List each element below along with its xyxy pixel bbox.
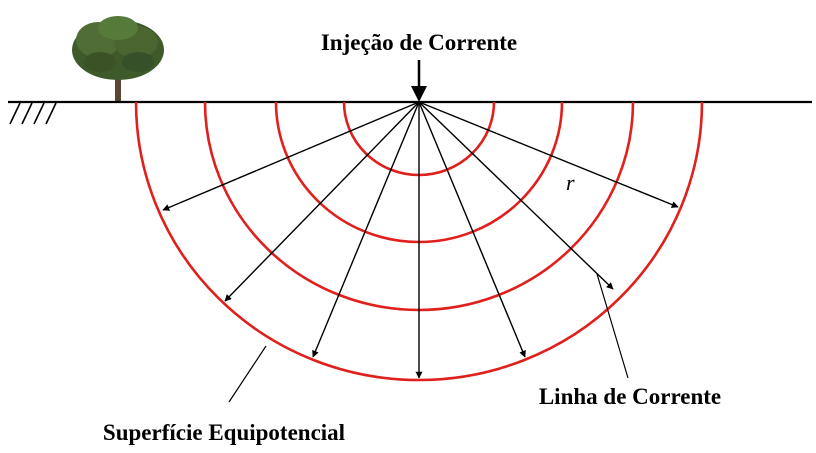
equipotential-arc	[134, 101, 704, 382]
current-lines	[162, 101, 679, 379]
current-line-arrow	[418, 101, 614, 290]
ground-hatch-icon	[9, 102, 57, 125]
radius-label: r	[566, 170, 575, 195]
current-line-label: Linha de Corrente	[539, 384, 721, 409]
equipotential-leader	[228, 345, 267, 403]
current-line-arrow	[418, 101, 526, 358]
current-line-arrow	[162, 101, 420, 211]
down-arrow-icon	[411, 60, 427, 102]
injection-label: Injeção de Corrente	[321, 30, 517, 55]
equipotential-label: Superfície Equipotencial	[103, 420, 345, 445]
current-line-arrow	[224, 101, 420, 302]
tree-icon	[72, 16, 164, 102]
current-line-arrow	[418, 101, 679, 208]
current-line-leader	[596, 273, 629, 379]
current-line-arrow	[312, 101, 420, 358]
